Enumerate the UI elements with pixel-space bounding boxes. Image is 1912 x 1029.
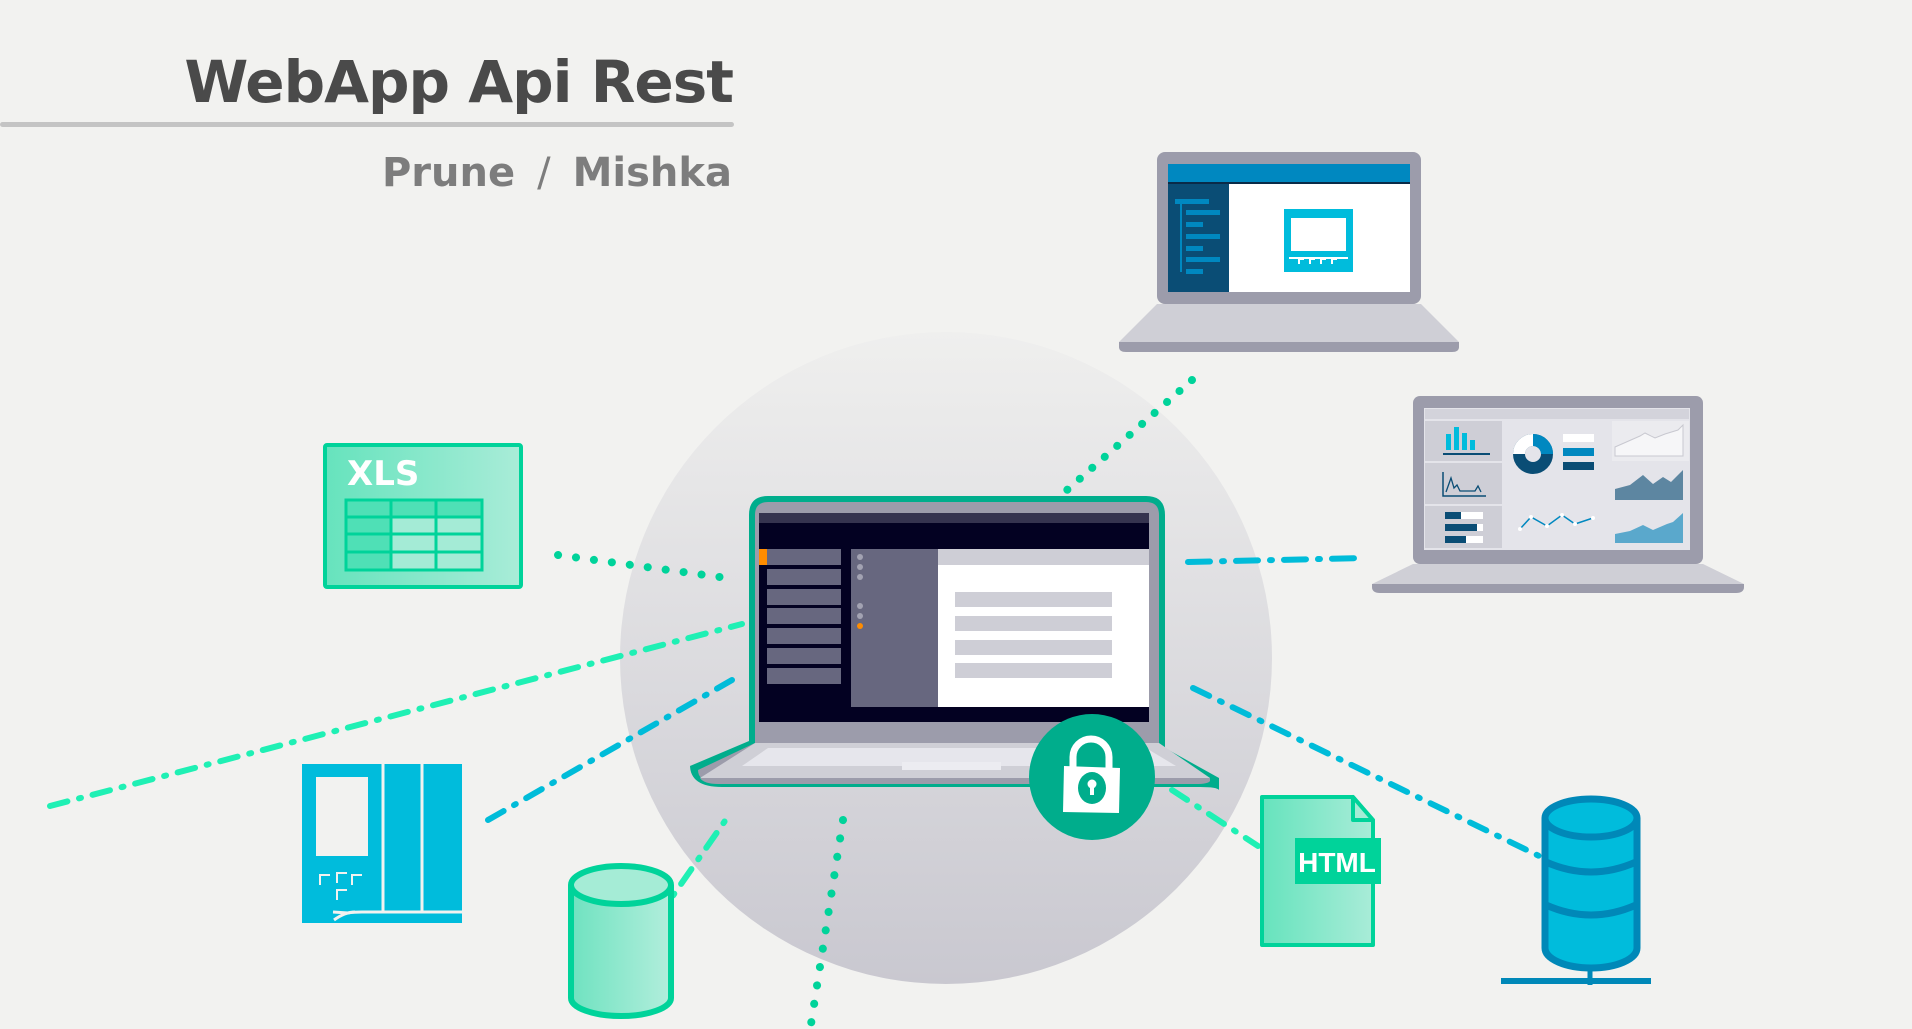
connector-database xyxy=(1190,685,1571,873)
central-screen xyxy=(759,513,1149,722)
authors: Prune / Mishka xyxy=(382,150,732,196)
page-title: WebApp Api Rest xyxy=(184,48,734,116)
cylinder-node[interactable] xyxy=(568,863,674,1019)
html-label: HTML xyxy=(1298,847,1376,878)
database-server-icon xyxy=(1501,795,1651,985)
connector-html xyxy=(1169,787,1261,849)
database-node[interactable] xyxy=(1501,795,1651,985)
plc-device-icon xyxy=(302,764,462,923)
central-laptop[interactable] xyxy=(690,496,1219,840)
author-1: Prune xyxy=(381,150,516,196)
cylinder-storage-icon xyxy=(568,863,674,1019)
connector-xls xyxy=(554,551,731,582)
connector-bottom xyxy=(807,816,847,1028)
laptop-webapp-icon xyxy=(1119,152,1459,352)
author-separator: / xyxy=(537,150,551,196)
xls-label: XLS xyxy=(347,454,419,494)
connector-web-laptop xyxy=(1046,376,1196,509)
connector-plc xyxy=(485,677,735,823)
title-divider xyxy=(0,122,734,127)
dashboard-laptop-node[interactable] xyxy=(1372,396,1744,593)
html-file-icon: HTML xyxy=(1260,795,1381,947)
web-laptop-node[interactable] xyxy=(1119,152,1459,352)
lock-icon xyxy=(1063,735,1120,813)
html-node[interactable]: HTML xyxy=(1260,795,1381,947)
lock-badge xyxy=(1029,714,1155,840)
spreadsheet-grid xyxy=(344,498,484,572)
connector-green-long xyxy=(47,621,745,809)
xls-node[interactable]: XLS xyxy=(323,443,523,589)
laptop-dashboard-icon xyxy=(1372,396,1744,593)
author-2: Mishka xyxy=(572,150,732,196)
plc-node[interactable] xyxy=(302,764,462,923)
connector-dashboard-laptop xyxy=(1185,555,1367,565)
